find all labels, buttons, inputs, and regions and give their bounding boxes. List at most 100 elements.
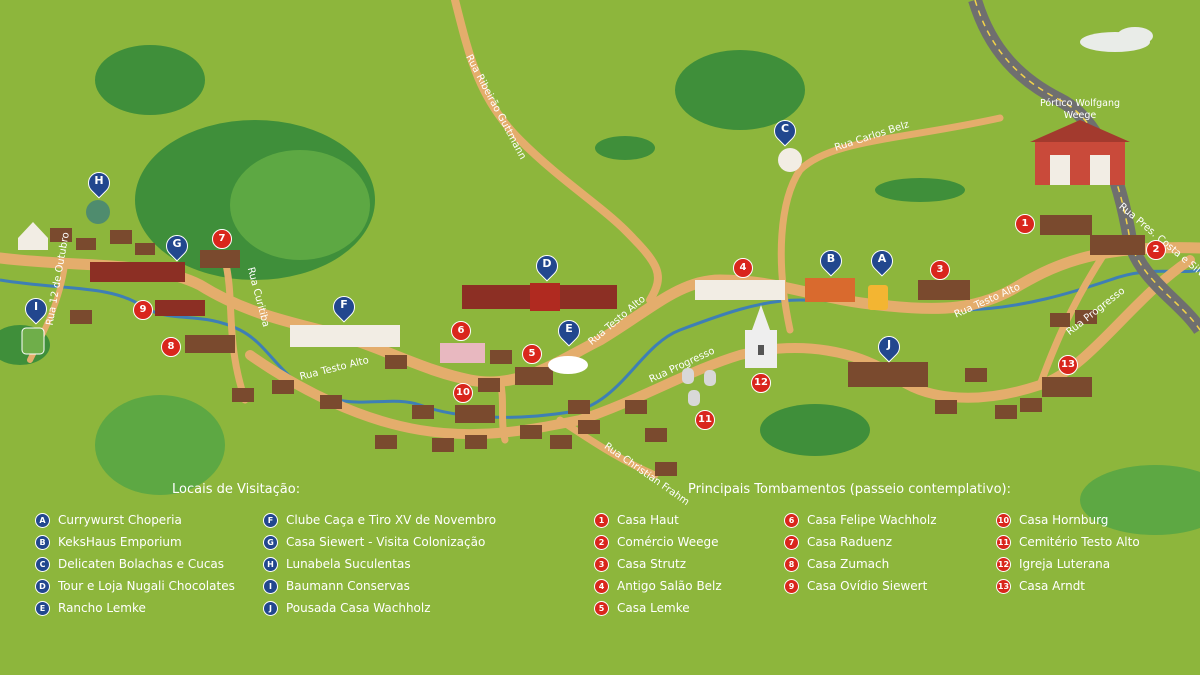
house-icon — [1040, 215, 1092, 235]
visit-pin-b[interactable]: B — [815, 245, 847, 277]
heritage-marker-6[interactable]: 6 — [451, 321, 471, 341]
house-icon — [1075, 310, 1097, 324]
visit-pin-h[interactable]: H — [83, 167, 115, 199]
road-network — [0, 0, 1200, 479]
heritage-marker-5[interactable]: 5 — [522, 344, 542, 364]
heritage-marker-9[interactable]: 9 — [133, 300, 153, 320]
visit-pin-f[interactable]: F — [328, 291, 360, 323]
road-curitiba — [221, 256, 249, 404]
marker-key-icon: 5 — [594, 600, 609, 616]
visit-legend-label: Tour e Loja Nugali Chocolates — [58, 579, 235, 593]
hill — [675, 50, 805, 130]
heritage-legend-label: Casa Arndt — [1019, 579, 1086, 593]
heritage-legend-item[interactable]: 1 Casa Haut — [594, 511, 679, 529]
heritage-marker-12[interactable]: 12 — [751, 373, 771, 393]
house-icon — [1050, 313, 1070, 327]
heritage-legend-label: Antigo Salão Belz — [617, 579, 722, 593]
marker-key-icon: 11 — [996, 534, 1011, 550]
visit-legend-label: Casa Siewert - Visita Colonização — [286, 535, 486, 549]
house-icon — [520, 425, 542, 439]
portico-icon — [1030, 120, 1130, 185]
house-icon — [918, 280, 970, 300]
house-icon — [455, 405, 495, 423]
marker-key-icon: 1 — [594, 512, 609, 528]
visit-legend-item[interactable]: H Lunabela Suculentas — [263, 555, 411, 573]
heritage-legend-label: Casa Hornburg — [1019, 513, 1109, 527]
heritage-legend-label: Comércio Weege — [617, 535, 719, 549]
visit-pin-e[interactable]: E — [553, 315, 585, 347]
church-icon — [745, 305, 777, 368]
house-icon — [695, 280, 785, 300]
house-icon — [550, 435, 572, 449]
heritage-marker-1[interactable]: 1 — [1015, 214, 1035, 234]
heritage-marker-10[interactable]: 10 — [453, 383, 473, 403]
heritage-marker-13[interactable]: 13 — [1058, 355, 1078, 375]
house-icon — [110, 230, 132, 244]
house-icon — [290, 325, 400, 347]
pin-key-icon: F — [263, 512, 278, 528]
pin-key-icon: H — [263, 556, 278, 572]
hill — [95, 395, 225, 495]
house-icon — [232, 388, 254, 402]
road-carlos-belz — [777, 114, 1004, 334]
marker-key-icon: 6 — [784, 512, 799, 528]
heritage-marker-4[interactable]: 4 — [733, 258, 753, 278]
visit-pin-g[interactable]: G — [161, 230, 193, 262]
marker-key-icon: 13 — [996, 578, 1011, 594]
heritage-legend-label: Casa Ovídio Siewert — [807, 579, 928, 593]
heritage-marker-8[interactable]: 8 — [161, 337, 181, 357]
visit-pin-i[interactable]: I — [20, 293, 52, 325]
heritage-marker-3[interactable]: 3 — [930, 260, 950, 280]
visit-pin-a[interactable]: A — [866, 245, 898, 277]
highway-center-line — [974, 0, 1200, 331]
house-icon — [805, 278, 855, 302]
heritage-marker-11[interactable]: 11 — [695, 410, 715, 430]
visit-legend-label: Currywurst Choperia — [58, 513, 182, 527]
visit-legend-label: Lunabela Suculentas — [286, 557, 411, 571]
heritage-legend-label: Casa Haut — [617, 513, 679, 527]
road-main — [0, 242, 1200, 388]
house-icon — [375, 435, 397, 449]
visit-legend-label: Baumann Conservas — [286, 579, 410, 593]
heritage-marker-2[interactable]: 2 — [1146, 240, 1166, 260]
house-icon — [965, 368, 987, 382]
heritage-legend-label: Casa Raduenz — [807, 535, 893, 549]
visit-legend-label: KeksHaus Emporium — [58, 535, 182, 549]
house-icon — [625, 400, 647, 414]
house-icon — [50, 228, 72, 242]
visit-pin-j[interactable]: J — [873, 331, 905, 363]
house-icon — [320, 395, 342, 409]
visit-pin-d[interactable]: D — [531, 250, 563, 282]
heritage-marker-7[interactable]: 7 — [212, 229, 232, 249]
house-icon — [90, 262, 185, 282]
marker-key-icon: 8 — [784, 556, 799, 572]
road-ribeirao — [451, 0, 662, 304]
visit-pin-c[interactable]: C — [769, 115, 801, 147]
house-icon — [515, 367, 553, 385]
heritage-legend-item[interactable]: 13 Casa Arndt — [996, 577, 1085, 595]
house-icon — [385, 355, 407, 369]
house-icon — [578, 420, 600, 434]
